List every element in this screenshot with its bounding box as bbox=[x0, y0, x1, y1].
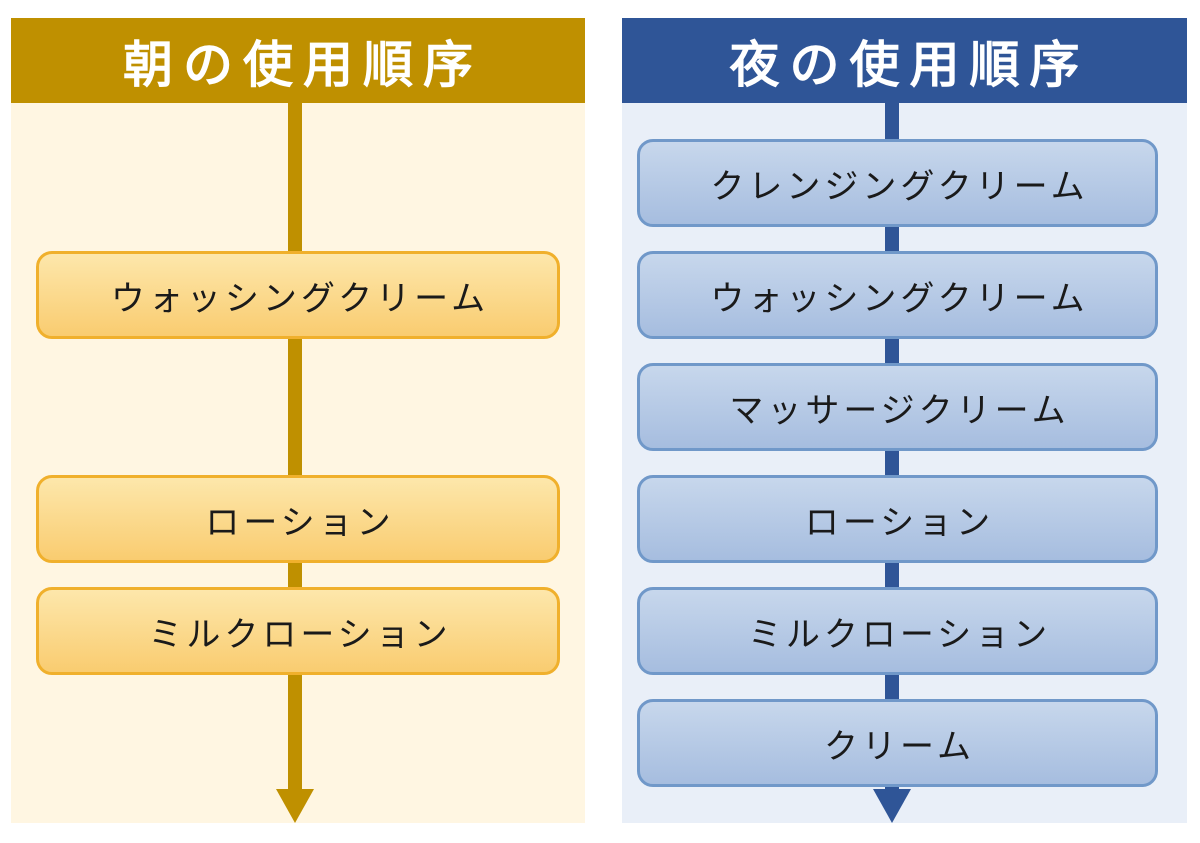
morning-panel-title: 朝の使用順序 bbox=[11, 18, 585, 103]
morning-step-washing-cream: ウォッシングクリーム bbox=[36, 251, 560, 339]
night-panel-body: クレンジングクリーム ウォッシングクリーム マッサージクリーム ローション ミル… bbox=[622, 103, 1187, 823]
night-panel-title: 夜の使用順序 bbox=[622, 18, 1187, 103]
morning-routine-panel: 朝の使用順序 ウォッシングクリーム ローション ミルクローション bbox=[11, 18, 585, 823]
night-step-washing-cream: ウォッシングクリーム bbox=[637, 251, 1158, 339]
night-arrow-down-icon bbox=[873, 789, 911, 823]
night-step-cleansing-cream: クレンジングクリーム bbox=[637, 139, 1158, 227]
night-step-cream: クリーム bbox=[637, 699, 1158, 787]
morning-step-milk-lotion: ミルクローション bbox=[36, 587, 560, 675]
night-routine-panel: 夜の使用順序 クレンジングクリーム ウォッシングクリーム マッサージクリーム ロ… bbox=[622, 18, 1187, 823]
morning-arrow-down-icon bbox=[276, 789, 314, 823]
night-step-milk-lotion: ミルクローション bbox=[637, 587, 1158, 675]
night-step-massage-cream: マッサージクリーム bbox=[637, 363, 1158, 451]
morning-step-lotion: ローション bbox=[36, 475, 560, 563]
morning-flow-arrow-line bbox=[288, 103, 302, 807]
morning-panel-body: ウォッシングクリーム ローション ミルクローション bbox=[11, 103, 585, 823]
night-step-lotion: ローション bbox=[637, 475, 1158, 563]
